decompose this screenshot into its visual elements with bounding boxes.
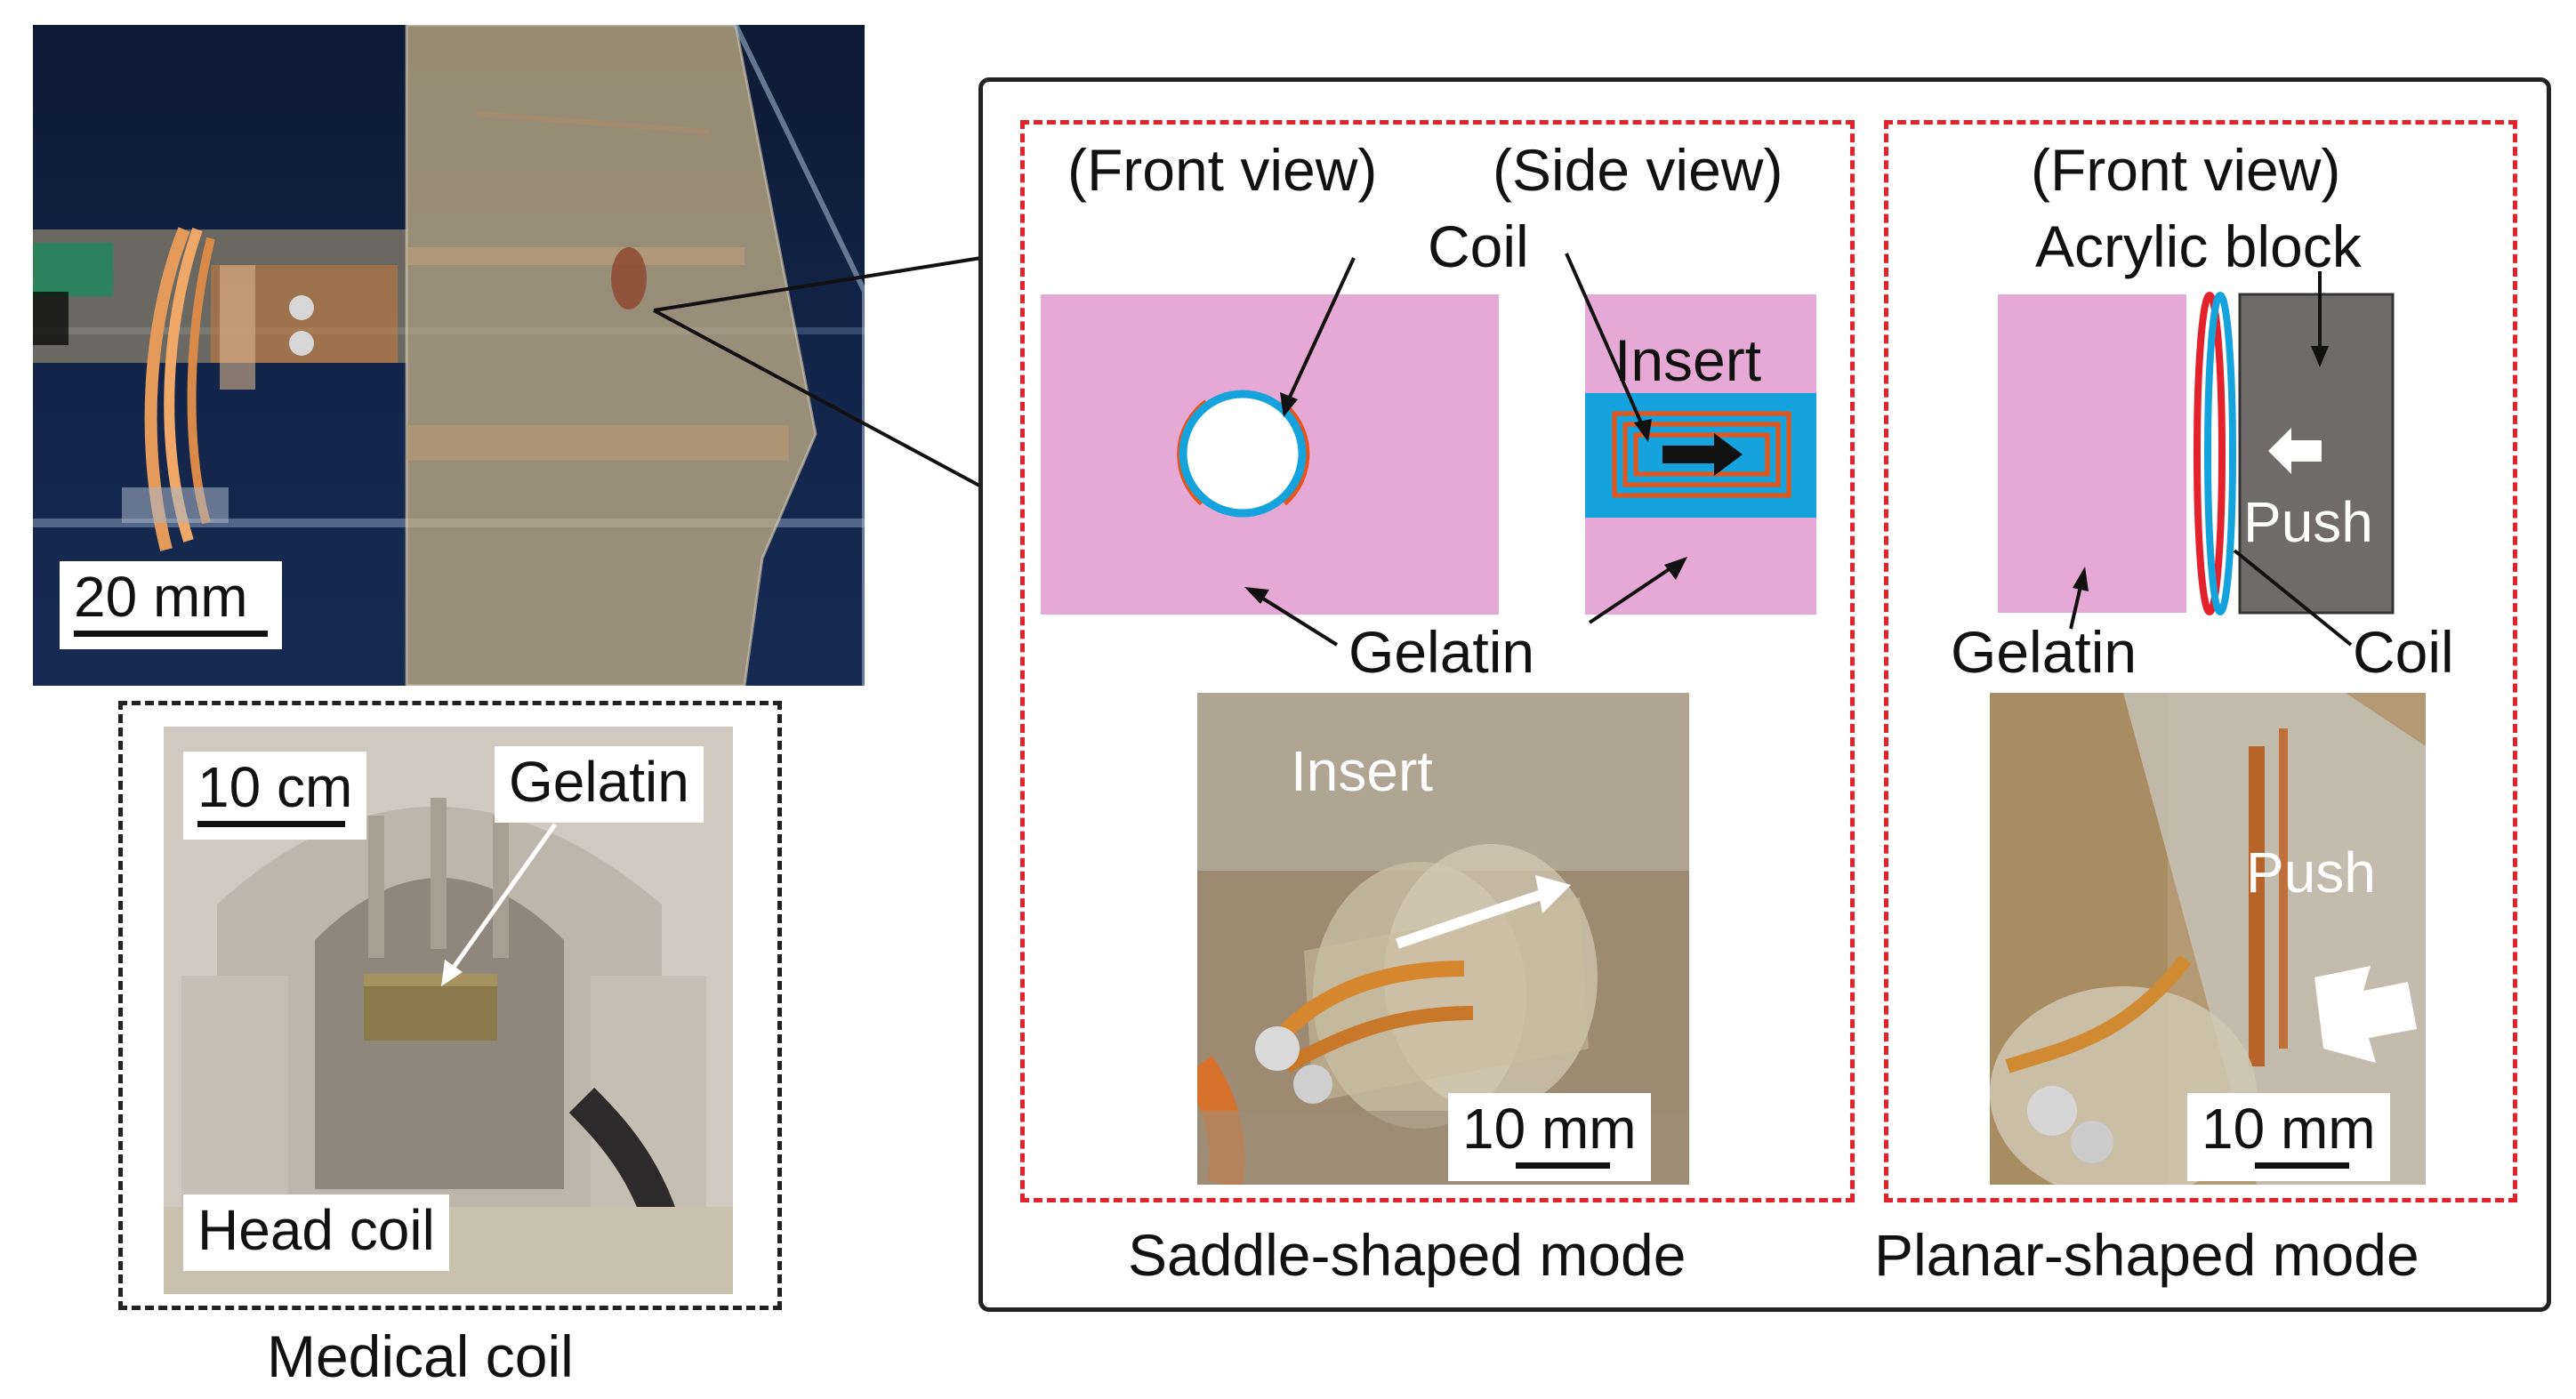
planar-photo-push-arrow bbox=[2314, 966, 2417, 1063]
planar-photo: Push 10 mm bbox=[1990, 693, 2426, 1185]
medical-coil-gelatin-label: Gelatin bbox=[495, 746, 704, 823]
saddle-photo-illustration bbox=[1197, 693, 1689, 1185]
planar-insert bbox=[2204, 292, 2236, 615]
saddle-photo: Insert 10 mm bbox=[1197, 693, 1689, 1185]
medical-coil-frame bbox=[118, 701, 782, 1310]
saddle-coil-label: Coil bbox=[1428, 213, 1529, 279]
medical-coil-photo: 10 cm Gelatin Head coil bbox=[164, 727, 733, 1294]
planar-photo-scale-label: 10 mm bbox=[2187, 1093, 2390, 1181]
main-photo-scale-label: 20 mm bbox=[60, 561, 282, 649]
planar-push-arrow bbox=[2268, 428, 2322, 474]
planar-diagram bbox=[1998, 271, 2395, 647]
device-photo: 20 mm bbox=[33, 25, 865, 686]
saddle-mode-frame bbox=[1020, 120, 1855, 1202]
saddle-front-view-label: (Front view) bbox=[1067, 137, 1378, 203]
main-photo-scale-bar bbox=[74, 631, 268, 637]
saddle-side-view-label: (Side view) bbox=[1493, 137, 1783, 203]
planar-photo-push-label: Push bbox=[2246, 840, 2376, 905]
saddle-photo-arrow bbox=[1396, 888, 1546, 949]
planar-photo-illustration bbox=[1990, 693, 2426, 1185]
saddle-diagram bbox=[1041, 253, 1816, 647]
planar-gelatin-label: Gelatin bbox=[1951, 619, 2137, 685]
planar-mode-frame bbox=[1884, 120, 2517, 1202]
planar-mode-caption: Planar-shaped mode bbox=[1874, 1222, 2419, 1288]
main-photo-scale-text: 20 mm bbox=[74, 565, 248, 629]
device-photo-illustration bbox=[33, 25, 865, 686]
saddle-insert-diagram-label: Insert bbox=[1614, 327, 1762, 393]
saddle-insert-ring bbox=[1179, 390, 1307, 518]
planar-photo-scale-bar bbox=[2255, 1162, 2349, 1169]
gelatin-pointer bbox=[441, 823, 558, 986]
saddle-front-bore bbox=[1183, 394, 1302, 513]
medical-coil-caption: Medical coil bbox=[267, 1323, 574, 1389]
saddle-photo-insert-label: Insert bbox=[1291, 739, 1434, 803]
planar-coil-label: Coil bbox=[2353, 619, 2454, 685]
saddle-gelatin-label: Gelatin bbox=[1348, 619, 1535, 685]
planar-front-view-label: (Front view) bbox=[2031, 137, 2341, 203]
medical-coil-scale-bar bbox=[197, 821, 345, 827]
planar-photo-scale-text: 10 mm bbox=[2202, 1097, 2376, 1161]
coil-modes-panel bbox=[978, 77, 2551, 1312]
zoom-line-bottom bbox=[653, 309, 982, 488]
planar-gelatin bbox=[1998, 294, 2186, 613]
zoom-line-top bbox=[653, 256, 982, 312]
planar-coil bbox=[2194, 292, 2226, 615]
saddle-photo-scale-text: 10 mm bbox=[1462, 1097, 1637, 1161]
saddle-photo-scale-bar bbox=[1516, 1162, 1610, 1169]
saddle-photo-scale-label: 10 mm bbox=[1448, 1093, 1651, 1181]
medical-coil-scale-label: 10 cm bbox=[183, 752, 367, 840]
saddle-insert-arrow bbox=[1662, 433, 1743, 476]
saddle-mode-caption: Saddle-shaped mode bbox=[1128, 1222, 1686, 1288]
head-coil-label: Head coil bbox=[183, 1194, 449, 1271]
medical-coil-scale-text: 10 cm bbox=[197, 755, 353, 819]
planar-acrylic-block-label: Acrylic block bbox=[2035, 213, 2362, 279]
planar-push-diagram-label: Push bbox=[2243, 490, 2373, 554]
